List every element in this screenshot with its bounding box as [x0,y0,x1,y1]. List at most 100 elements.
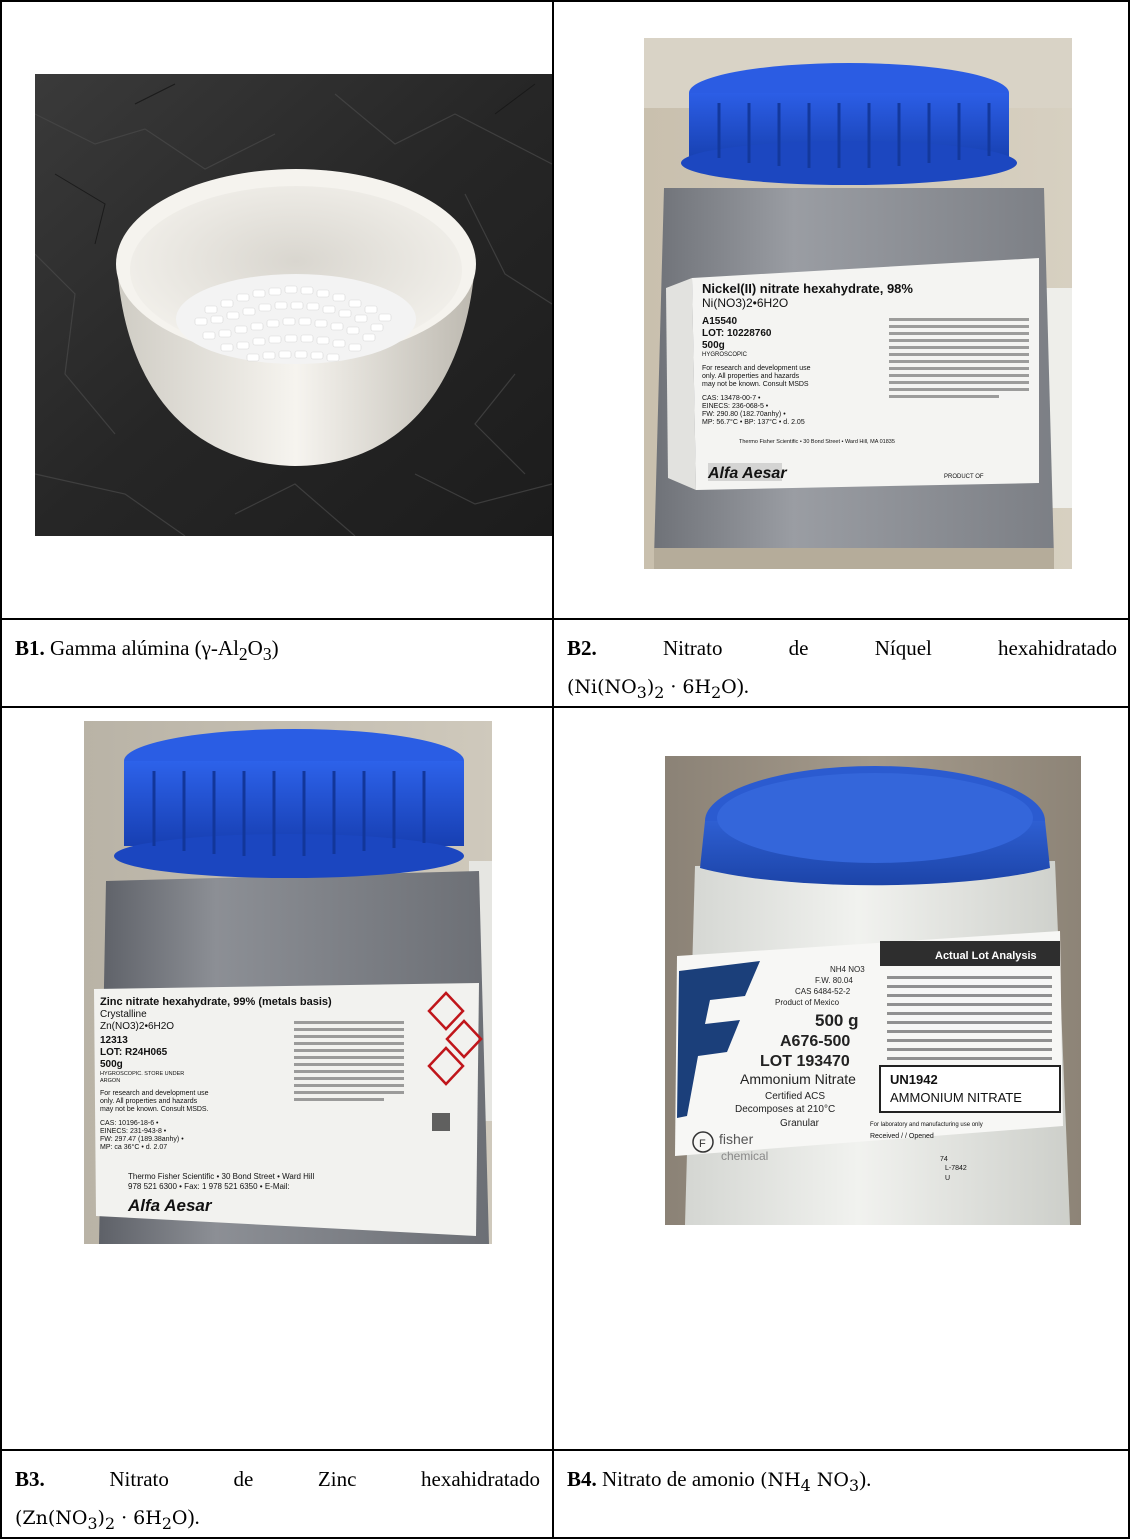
caption-b2-label: B2. [567,636,597,660]
caption-b3-word2: de [233,1467,254,1491]
caption-b2-word3: Níquel [874,636,932,660]
svg-text:Thermo Fisher Scientific • 30: Thermo Fisher Scientific • 30 Bond Stree… [128,1172,314,1181]
svg-text:Ammonium Nitrate: Ammonium Nitrate [740,1071,856,1087]
svg-text:CAS: 13478-00-7 •: CAS: 13478-00-7 • [702,395,761,402]
photo-zinc-nitrate-bottle: Zinc nitrate hexahydrate, 99% (metals ba… [84,721,492,1244]
table-border-right [1128,0,1130,1539]
caption-b1-text: Gamma alúmina (γ-Al [50,636,239,660]
svg-text:Received / / Opened: Received / / Opened [870,1133,934,1140]
svg-text:Nickel(II) nitrate hexahydrate: Nickel(II) nitrate hexahydrate, 98% [702,281,913,296]
table-divider-row3 [0,1449,1130,1451]
svg-text:Alfa Aesar: Alfa Aesar [127,1196,213,1215]
table-border-left [0,0,2,1539]
svg-text:CAS 6484-52-2: CAS 6484-52-2 [795,987,851,996]
svg-text:NH4 NO3: NH4 NO3 [830,965,865,974]
svg-text:fisher: fisher [719,1131,754,1147]
caption-b2-word1: Nitrato [662,636,723,660]
table-divider-row1 [0,618,1130,620]
svg-text:Certified ACS: Certified ACS [765,1091,825,1102]
svg-text:For research and development u: For research and development use [100,1090,209,1097]
table-border-top [0,0,1130,2]
caption-b3-label: B3. [15,1467,45,1491]
table-border-bottom [0,1537,1130,1539]
svg-text:500g: 500g [702,340,725,351]
caption-b2-line1: B2. Nitrato de Níquel hexahidratado [567,632,1117,664]
svg-text:UN1942: UN1942 [890,1072,938,1087]
svg-text:For laboratory and manufacturi: For laboratory and manufacturing use onl… [870,1122,983,1128]
caption-b2-word2: de [788,636,809,660]
caption-b1-text2: O [247,636,263,660]
svg-text:may not be known. Consult MSDS: may not be known. Consult MSDS [702,381,809,388]
svg-text:HYGROSCOPIC. STORE UNDER: HYGROSCOPIC. STORE UNDER [100,1071,184,1077]
svg-text:may not be known. Consult MSDS: may not be known. Consult MSDS. [100,1106,209,1113]
svg-text:12313: 12313 [100,1035,128,1046]
svg-text:AMMONIUM NITRATE: AMMONIUM NITRATE [890,1090,1022,1105]
caption-b1-label: B1. [15,636,45,660]
svg-text:FW: 290.80 (182.70anhy) •: FW: 290.80 (182.70anhy) • [702,411,786,418]
svg-text:EINECS: 236-068-5 •: EINECS: 236-068-5 • [702,403,769,410]
photo-gamma-alumina-image [35,74,552,536]
svg-text:500 g: 500 g [815,1011,858,1030]
svg-text:74: 74 [940,1156,948,1163]
svg-text:Zinc nitrate hexahydrate, 99%: Zinc nitrate hexahydrate, 99% (metals ba… [100,996,332,1008]
svg-text:Crystalline: Crystalline [100,1009,147,1020]
svg-text:EINECS: 231-943-8 •: EINECS: 231-943-8 • [100,1128,167,1135]
svg-text:MP: ca 36°C • d. 2.07: MP: ca 36°C • d. 2.07 [100,1143,167,1151]
caption-b3-word4: hexahidratado [421,1467,540,1491]
svg-text:chemical: chemical [721,1149,768,1163]
svg-text:A676-500: A676-500 [780,1033,850,1050]
svg-text:Zn(NO3)2•6H2O: Zn(NO3)2•6H2O [100,1021,174,1032]
svg-text:Granular: Granular [780,1118,820,1129]
caption-b3-formula: (Zn(NO3)2 · 6H2O). [15,1505,200,1533]
svg-text:FW: 297.47 (189.38anhy) •: FW: 297.47 (189.38anhy) • [100,1136,184,1143]
svg-text:CAS: 10196-18-6 •: CAS: 10196-18-6 • [100,1120,159,1127]
caption-b3-word1: Nitrato [109,1467,169,1491]
photo-nickel-nitrate-bottle: Nickel(II) nitrate hexahydrate, 98% Ni(N… [644,38,1072,569]
photo-gamma-alumina [35,74,552,536]
svg-text:LOT 193470: LOT 193470 [760,1053,850,1070]
svg-text:F: F [699,1138,706,1150]
svg-text:Decomposes at 210°C: Decomposes at 210°C [735,1104,835,1115]
svg-text:MP: 56.7°C • BP: 137°C • d. 2.: MP: 56.7°C • BP: 137°C • d. 2.05 [702,418,805,426]
caption-b2-formula: (Ni(NO3)2 · 6H2O). [567,674,749,702]
caption-b1-sub1: 2 [238,644,248,665]
caption-b4-formula: (NH4 NO3 [760,1469,860,1495]
svg-text:Actual Lot Analysis: Actual Lot Analysis [935,950,1037,962]
photo-ammonium-nitrate-image: NH4 NO3 F.W. 80.04 CAS 6484-52-2 Product… [665,756,1081,1225]
caption-b2-word4: hexahidratado [998,636,1117,660]
svg-text:LOT: 10228760: LOT: 10228760 [702,328,772,339]
svg-text:ARGON: ARGON [100,1078,120,1084]
svg-text:only. All properties and hazar: only. All properties and hazards [702,373,800,380]
caption-b1-text3: ) [271,636,279,660]
svg-text:A15540: A15540 [702,316,737,327]
svg-text:LOT: R24H065: LOT: R24H065 [100,1047,168,1058]
svg-text:only. All properties and hazar: only. All properties and hazards [100,1098,198,1105]
svg-text:500g: 500g [100,1059,123,1070]
caption-b4-text: Nitrato de amonio [602,1467,755,1491]
caption-b3-word3: Zinc [317,1467,357,1491]
caption-b1: B1. Gamma alúmina (γ-Al2O3) [15,632,540,670]
caption-b4-label: B4. [567,1467,597,1491]
svg-text:L-7842: L-7842 [945,1165,967,1172]
caption-b4: B4. Nitrato de amonio (NH4 NO3). [567,1467,872,1495]
svg-text:HYGROSCOPIC: HYGROSCOPIC [702,352,748,358]
caption-b1-sub2: 3 [262,644,272,665]
svg-text:Alfa Aesar: Alfa Aesar [707,465,787,482]
caption-b3: B3. Nitrato de Zinc hexahidratado (Zn(NO… [15,1463,540,1540]
table-divider-row2 [0,706,1130,708]
svg-text:Ni(NO3)2•6H2O: Ni(NO3)2•6H2O [702,296,788,310]
caption-b2: B2. Nitrato de Níquel hexahidratado (Ni(… [567,632,1117,709]
svg-text:For research and development u: For research and development use [702,365,811,372]
svg-text:PRODUCT OF: PRODUCT OF [944,474,984,480]
svg-text:U: U [945,1175,950,1182]
svg-text:Thermo Fisher Scientific • 30: Thermo Fisher Scientific • 30 Bond Stree… [739,439,895,445]
photo-nickel-nitrate-image: Nickel(II) nitrate hexahydrate, 98% Ni(N… [644,38,1072,569]
svg-text:978 521 6300 • Fax: 1 978 521: 978 521 6300 • Fax: 1 978 521 6350 • E-M… [128,1182,290,1191]
table-divider-vertical [552,0,554,1539]
svg-text:F.W. 80.04: F.W. 80.04 [815,976,853,985]
photo-ammonium-nitrate-bottle: NH4 NO3 F.W. 80.04 CAS 6484-52-2 Product… [665,756,1081,1225]
caption-b3-line1: B3. Nitrato de Zinc hexahidratado [15,1463,540,1495]
svg-text:Product of Mexico: Product of Mexico [775,998,840,1007]
photo-zinc-nitrate-image: Zinc nitrate hexahydrate, 99% (metals ba… [84,721,492,1244]
